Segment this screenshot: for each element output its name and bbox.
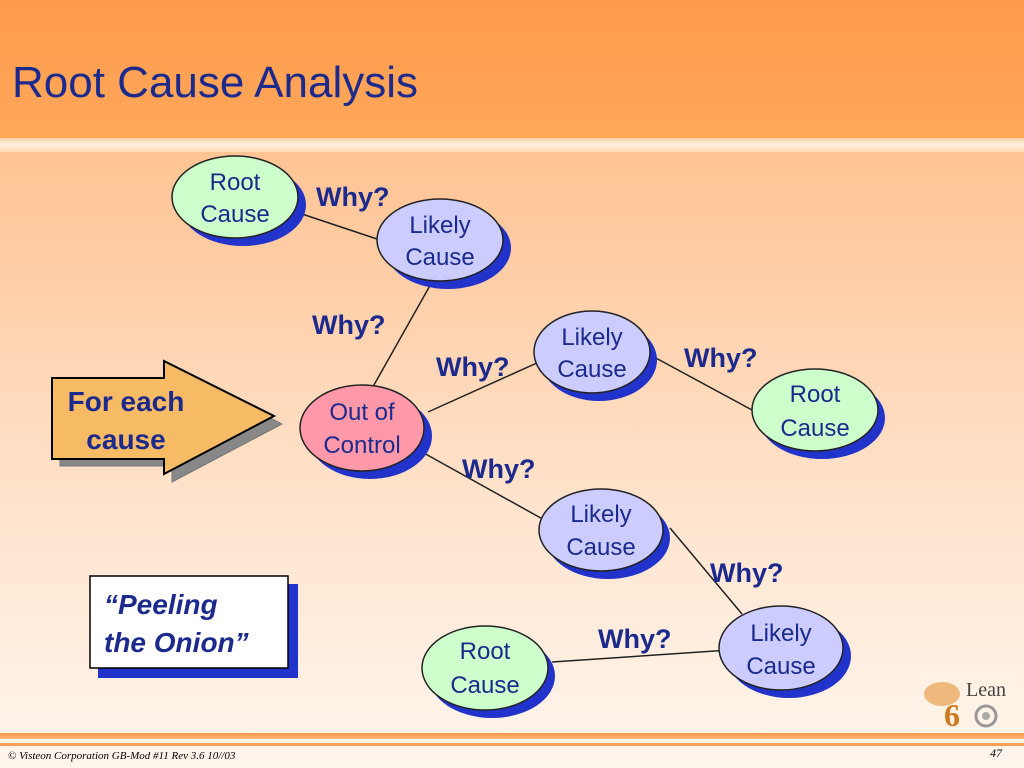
footer-bar	[0, 733, 1024, 739]
node-label-line-2: Cause	[746, 653, 815, 680]
node-label-line-2: Cause	[405, 244, 474, 271]
node-label-line-1: Likely	[409, 212, 470, 239]
page-number: 47	[990, 746, 1002, 760]
node-label-line-2: Control	[323, 432, 400, 459]
node-label-line-1: Likely	[750, 620, 811, 647]
node-label-line-1: Root	[460, 638, 511, 665]
arrow-label-line-1: For each	[68, 386, 185, 417]
why-label: Why?	[684, 343, 758, 373]
footer-rule	[0, 743, 1024, 746]
likely-cause-node-4: Likely Cause	[718, 605, 851, 698]
root-cause-node-3: Root Cause	[421, 625, 555, 718]
header-divider	[0, 138, 1024, 152]
node-label-line-1: Likely	[570, 501, 631, 528]
likely-cause-node-2: Likely Cause	[533, 310, 657, 401]
root-cause-node-2: Root Cause	[751, 368, 885, 459]
node-label-line-1: Root	[210, 169, 261, 196]
arrow-label-line-2: cause	[86, 424, 165, 455]
likely-cause-node-1: Likely Cause	[376, 198, 511, 289]
connector-line	[421, 451, 549, 523]
logo-number: 6	[944, 697, 960, 730]
why-label: Why?	[436, 352, 510, 382]
node-label-line-2: Cause	[780, 415, 849, 442]
root-cause-node-1: Root Cause	[171, 155, 306, 246]
connector-line	[289, 209, 381, 241]
quote-line-2: the Onion”	[104, 627, 249, 658]
why-label: Why?	[710, 558, 784, 588]
out-of-control-node: Out of Control	[299, 384, 432, 479]
node-label-line-1: Root	[790, 381, 841, 408]
six-sigma-lean-logo: 6 Lean	[920, 672, 1020, 730]
why-label: Why?	[312, 310, 386, 340]
footer-copyright: © Visteon Corporation GB-Mod #11 Rev 3.6…	[8, 750, 236, 762]
connector-line	[427, 357, 549, 413]
why-label: Why?	[598, 624, 672, 654]
for-each-cause-arrow: For each cause	[51, 359, 284, 483]
connector-line	[551, 649, 731, 663]
node-label-line-2: Cause	[557, 356, 626, 383]
why-label: Why?	[462, 454, 536, 484]
logo-word: Lean	[966, 679, 1006, 701]
node-label-line-1: Out of	[329, 399, 395, 426]
connector-line	[653, 356, 753, 411]
node-label-line-2: Cause	[450, 672, 519, 699]
connector-line	[369, 281, 433, 393]
why-label: Why?	[316, 182, 390, 212]
peeling-onion-box: “Peeling the Onion”	[89, 575, 298, 678]
node-label-line-2: Cause	[200, 201, 269, 228]
page-title: Root Cause Analysis	[12, 58, 418, 107]
node-label-line-1: Likely	[561, 324, 622, 351]
node-label-line-2: Cause	[566, 534, 635, 561]
quote-line-1: “Peeling	[104, 589, 218, 620]
likely-cause-node-3: Likely Cause	[538, 488, 670, 579]
connector-line	[669, 527, 743, 615]
header-band	[0, 0, 1024, 138]
